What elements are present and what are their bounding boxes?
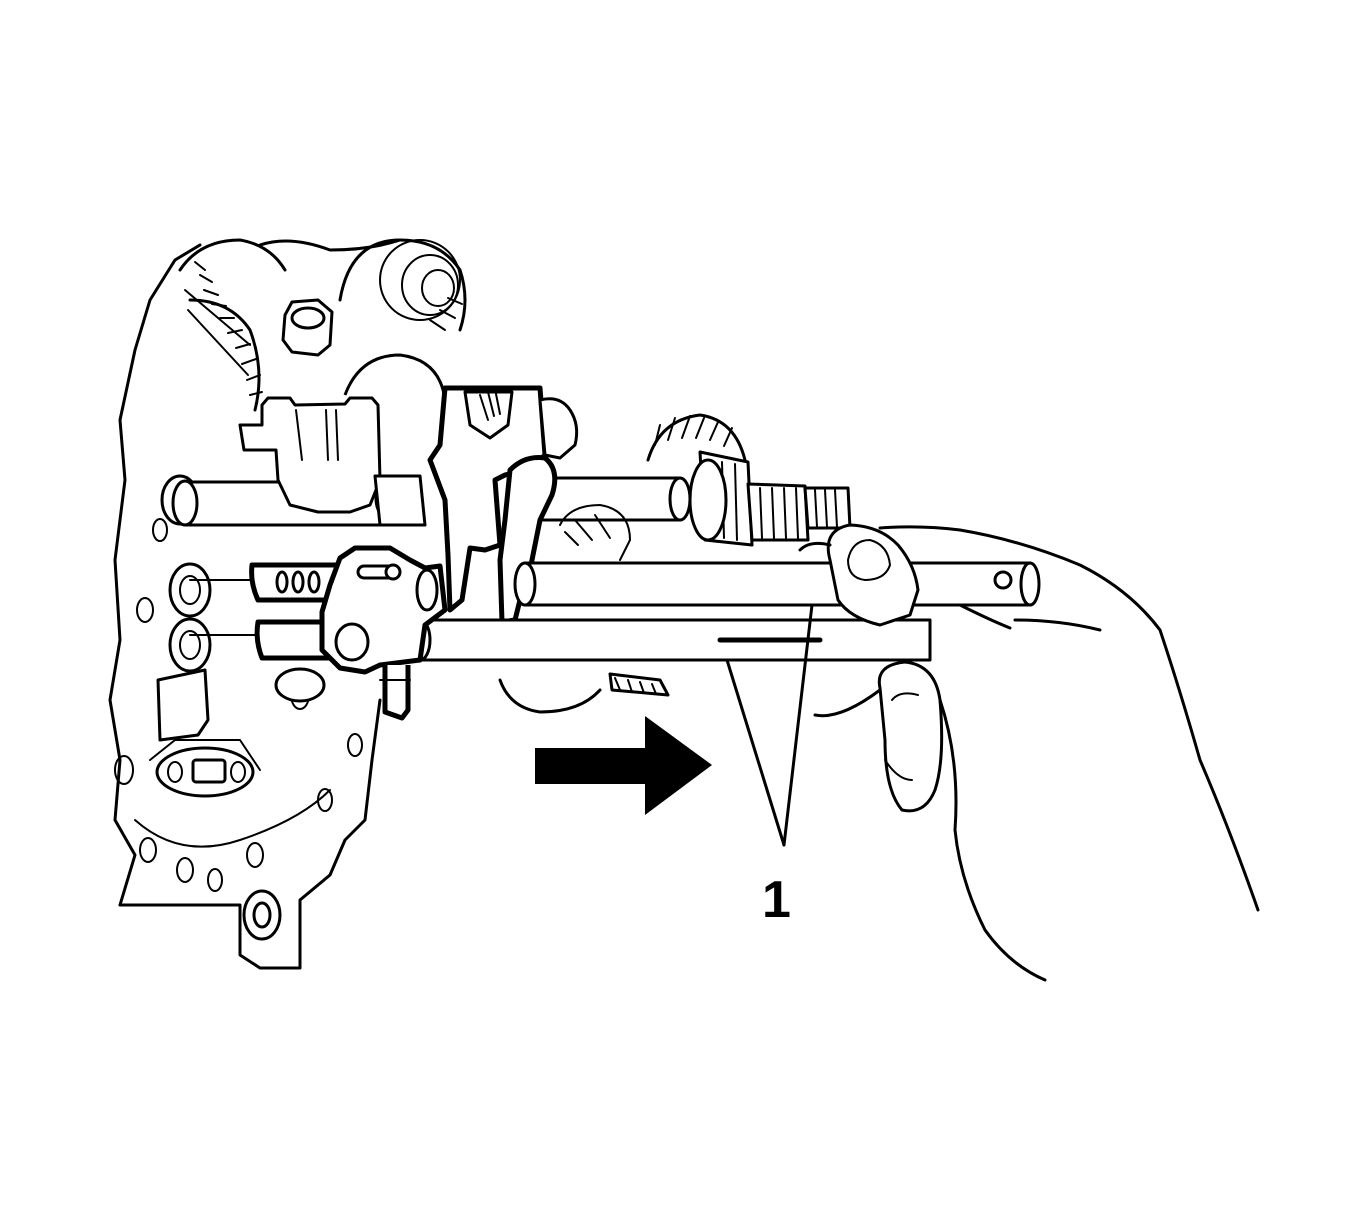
shift-rod-lower: [408, 618, 932, 662]
selector-block: [319, 545, 448, 721]
callout-label-1: 1: [762, 871, 791, 929]
hand: [798, 523, 1260, 982]
shift-rod-upper: [513, 561, 1041, 607]
background-shaft: [171, 413, 852, 714]
rod-guides: [189, 562, 353, 661]
callout-1: 1: [725, 603, 814, 929]
arrow-right-icon: [535, 716, 712, 815]
upper-gear-assembly: [178, 238, 467, 412]
